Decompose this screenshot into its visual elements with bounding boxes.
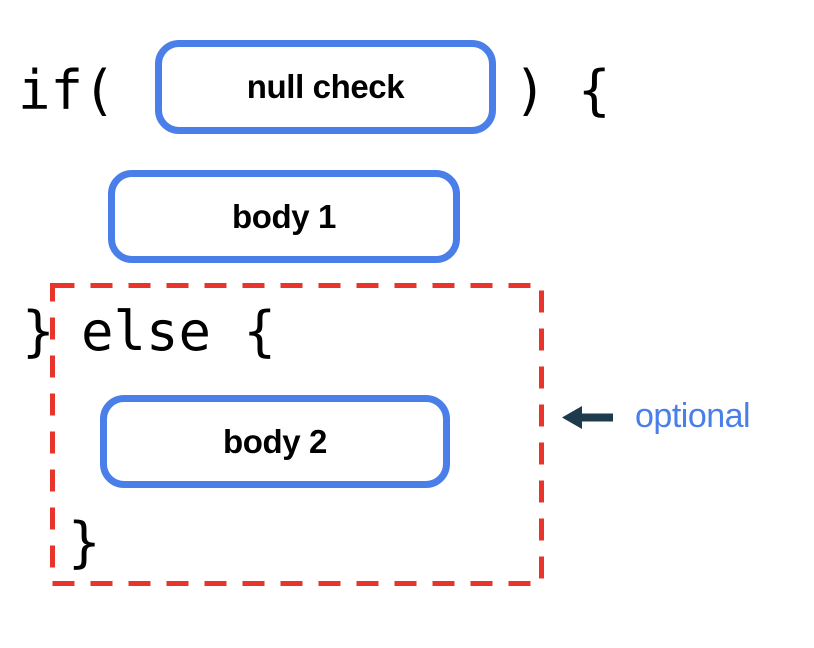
code-token-brace-close-inner: } — [68, 511, 101, 574]
box-body-1[interactable]: body 1 — [108, 170, 460, 263]
box-null-check-label: null check — [246, 68, 405, 105]
code-token-if-open: if( — [18, 59, 116, 122]
left-arrow-icon — [562, 406, 613, 429]
code-token-paren-close: ) — [514, 59, 547, 122]
optional-annotation-label: optional — [635, 397, 751, 435]
arrow-shaft — [580, 413, 613, 422]
box-null-check[interactable]: null check — [155, 40, 496, 134]
code-token-else: else { — [81, 300, 277, 363]
box-body-1-label: body 1 — [232, 197, 336, 235]
code-token-brace-close-outer: } — [22, 300, 55, 363]
box-body-2[interactable]: body 2 — [100, 395, 450, 488]
optional-annotation-arrow-icon — [560, 402, 616, 434]
arrow-head — [562, 406, 582, 429]
code-token-brace-open: { — [578, 59, 611, 122]
box-body-2-label: body 2 — [223, 422, 327, 460]
